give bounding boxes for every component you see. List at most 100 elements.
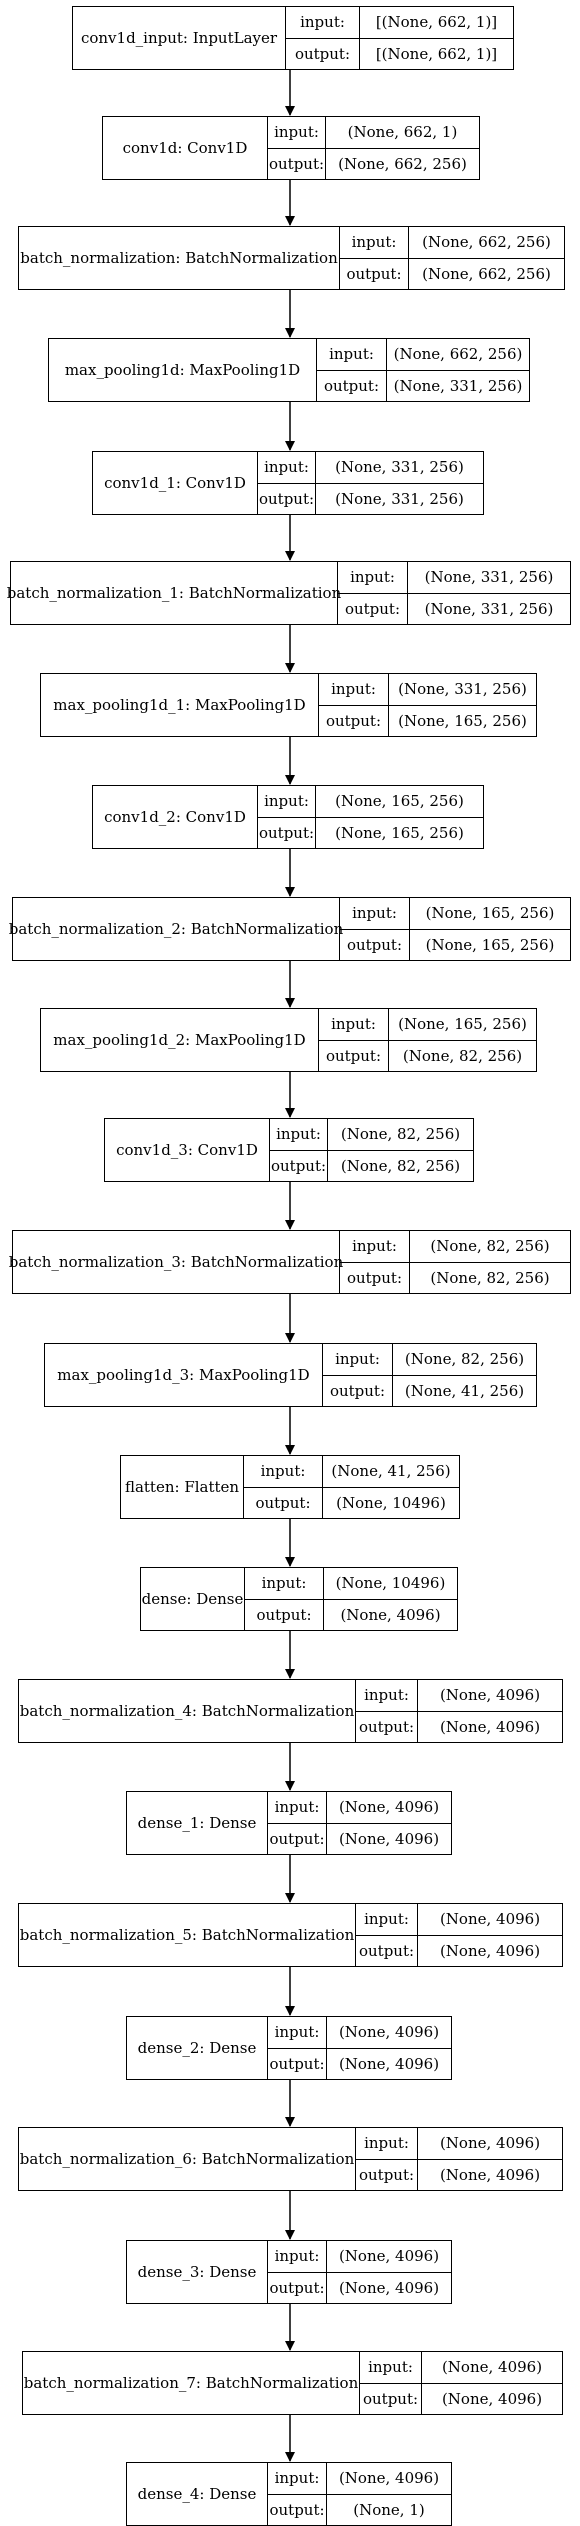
input-label: input:	[319, 674, 388, 706]
input-label: input:	[356, 1680, 417, 1712]
input-label: input:	[268, 2463, 326, 2495]
output-label: output:	[325, 711, 382, 730]
layer-name: conv1d: Conv1D	[103, 117, 268, 179]
input-label: input:	[360, 2352, 421, 2384]
output-shape: (None, 331, 256)	[393, 376, 523, 395]
input-shape: (None, 82, 256)	[393, 1344, 536, 1376]
input-label: input:	[244, 1456, 322, 1488]
input-label: input:	[245, 1568, 323, 1600]
output-label: output:	[268, 154, 325, 173]
output-label: output:	[344, 599, 401, 618]
layer-node: batch_normalization_4: BatchNormalizatio…	[18, 1679, 563, 1743]
layer-name: max_pooling1d: MaxPooling1D	[49, 339, 317, 401]
input-label: input:	[258, 786, 315, 818]
input-shape: (None, 82, 256)	[328, 1119, 473, 1151]
layer-node: batch_normalization_5: BatchNormalizatio…	[18, 1903, 563, 1967]
output-label: output:	[346, 935, 403, 954]
output-shape: (None, 331, 256)	[424, 599, 554, 618]
layer-name: conv1d_3: Conv1D	[105, 1119, 270, 1181]
output-shape: (None, 4096)	[338, 1829, 440, 1848]
input-label: input:	[356, 1904, 417, 1936]
output-label: output:	[358, 1941, 415, 1960]
output-label: output:	[323, 376, 380, 395]
output-shape: (None, 10496)	[336, 1493, 446, 1512]
input-shape: (None, 331, 256)	[408, 562, 570, 594]
output-shape: (None, 662, 256)	[338, 154, 467, 173]
output-shape: (None, 41, 256)	[404, 1381, 525, 1400]
layer-name: max_pooling1d_2: MaxPooling1D	[41, 1009, 319, 1071]
output-shape: (None, 4096)	[338, 2278, 440, 2297]
input-shape: (None, 662, 1)	[326, 117, 479, 149]
input-label: input:	[338, 562, 407, 594]
layer-name: batch_normalization_3: BatchNormalizatio…	[9, 1231, 343, 1293]
input-label: input:	[340, 1231, 409, 1263]
output-label: output:	[325, 1046, 382, 1065]
layer-name: batch_normalization_1: BatchNormalizatio…	[7, 562, 341, 624]
layer-name: dense: Dense	[141, 1568, 245, 1630]
output-label: output:	[269, 2278, 325, 2297]
layer-name: batch_normalization_2: BatchNormalizatio…	[9, 898, 343, 960]
output-shape: (None, 4096)	[439, 1941, 541, 1960]
input-shape: (None, 165, 256)	[389, 1009, 536, 1041]
output-label: output:	[255, 1493, 311, 1512]
input-shape: (None, 4096)	[418, 1680, 562, 1712]
output-shape: (None, 165, 256)	[425, 935, 555, 954]
input-shape: (None, 662, 256)	[387, 339, 529, 371]
output-label: output:	[346, 1268, 403, 1287]
layer-name: dense_3: Dense	[127, 2241, 268, 2303]
input-shape: [(None, 662, 1)]	[360, 7, 513, 39]
layer-node: batch_normalization_6: BatchNormalizatio…	[18, 2127, 563, 2191]
layer-node: batch_normalization_3: BatchNormalizatio…	[9, 1230, 571, 1294]
input-shape: (None, 4096)	[327, 2017, 451, 2049]
layer-name: dense_1: Dense	[127, 1792, 268, 1854]
layer-name: conv1d_input: InputLayer	[73, 7, 286, 69]
layer-name: conv1d_1: Conv1D	[93, 452, 258, 514]
output-label: output:	[294, 44, 351, 63]
layer-name: batch_normalization: BatchNormalization	[19, 227, 340, 289]
input-label: input:	[323, 1344, 392, 1376]
output-label: output:	[346, 264, 402, 283]
output-shape: (None, 82, 256)	[340, 1156, 461, 1175]
layer-node: batch_normalization_1: BatchNormalizatio…	[7, 561, 571, 625]
layer-name: conv1d_2: Conv1D	[93, 786, 258, 848]
output-shape: (None, 4096)	[439, 2165, 541, 2184]
input-label: input:	[268, 117, 325, 149]
output-shape: (None, 4096)	[338, 2054, 440, 2073]
output-shape: (None, 82, 256)	[402, 1046, 523, 1065]
input-shape: (None, 331, 256)	[316, 452, 483, 484]
output-shape: (None, 1)	[353, 2500, 425, 2519]
layer-name: flatten: Flatten	[121, 1456, 244, 1518]
output-label: output:	[256, 1605, 312, 1624]
layer-name: dense_2: Dense	[127, 2017, 268, 2079]
input-shape: (None, 331, 256)	[389, 674, 536, 706]
output-shape: (None, 4096)	[441, 2389, 543, 2408]
output-label: output:	[270, 1156, 327, 1175]
output-label: output:	[258, 489, 315, 508]
input-shape: (None, 4096)	[327, 2241, 451, 2273]
input-label: input:	[340, 227, 408, 259]
output-shape: (None, 165, 256)	[335, 823, 464, 842]
input-label: input:	[286, 7, 359, 39]
output-label: output:	[358, 2165, 415, 2184]
output-shape: [(None, 662, 1)]	[375, 44, 498, 63]
layer-node: batch_normalization_2: BatchNormalizatio…	[9, 897, 571, 961]
layer-node: batch_normalization_7: BatchNormalizatio…	[22, 2351, 563, 2415]
layer-name: max_pooling1d_3: MaxPooling1D	[45, 1344, 323, 1406]
input-shape: (None, 165, 256)	[410, 898, 570, 930]
output-shape: (None, 82, 256)	[430, 1268, 550, 1287]
